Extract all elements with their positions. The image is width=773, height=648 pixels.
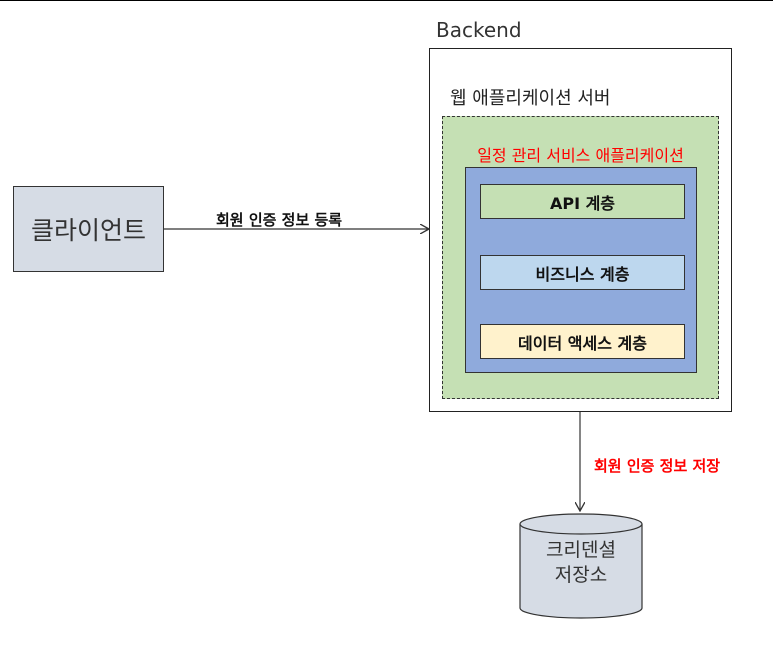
client-label: 클라이언트 (30, 216, 146, 245)
data-access-layer-label: 데이터 액세스 계층 (518, 333, 647, 353)
datastore-cylinder (519, 513, 643, 619)
register-credentials-label: 회원 인증 정보 등록 (216, 211, 343, 229)
credential-store-line2: 저장소 (554, 564, 608, 586)
schedule-app-label: 일정 관리 서비스 애플리케이션 (477, 146, 684, 165)
api-layer: API 계층 (480, 184, 685, 219)
top-border-line (0, 0, 773, 1)
business-layer: 비즈니스 계층 (480, 255, 685, 290)
web-app-server-label: 웹 애플리케이션 서버 (450, 88, 611, 109)
credential-store-label: 크리덴셜 저장소 (520, 538, 642, 588)
data-access-layer: 데이터 액세스 계층 (480, 324, 685, 359)
business-layer-label: 비즈니스 계층 (535, 264, 630, 284)
credential-store-line1: 크리덴셜 (546, 539, 616, 561)
client-node: 클라이언트 (13, 186, 164, 272)
store-credentials-label: 회원 인증 정보 저장 (594, 457, 721, 475)
api-layer-label: API 계층 (549, 193, 616, 213)
backend-title: Backend (436, 18, 522, 42)
